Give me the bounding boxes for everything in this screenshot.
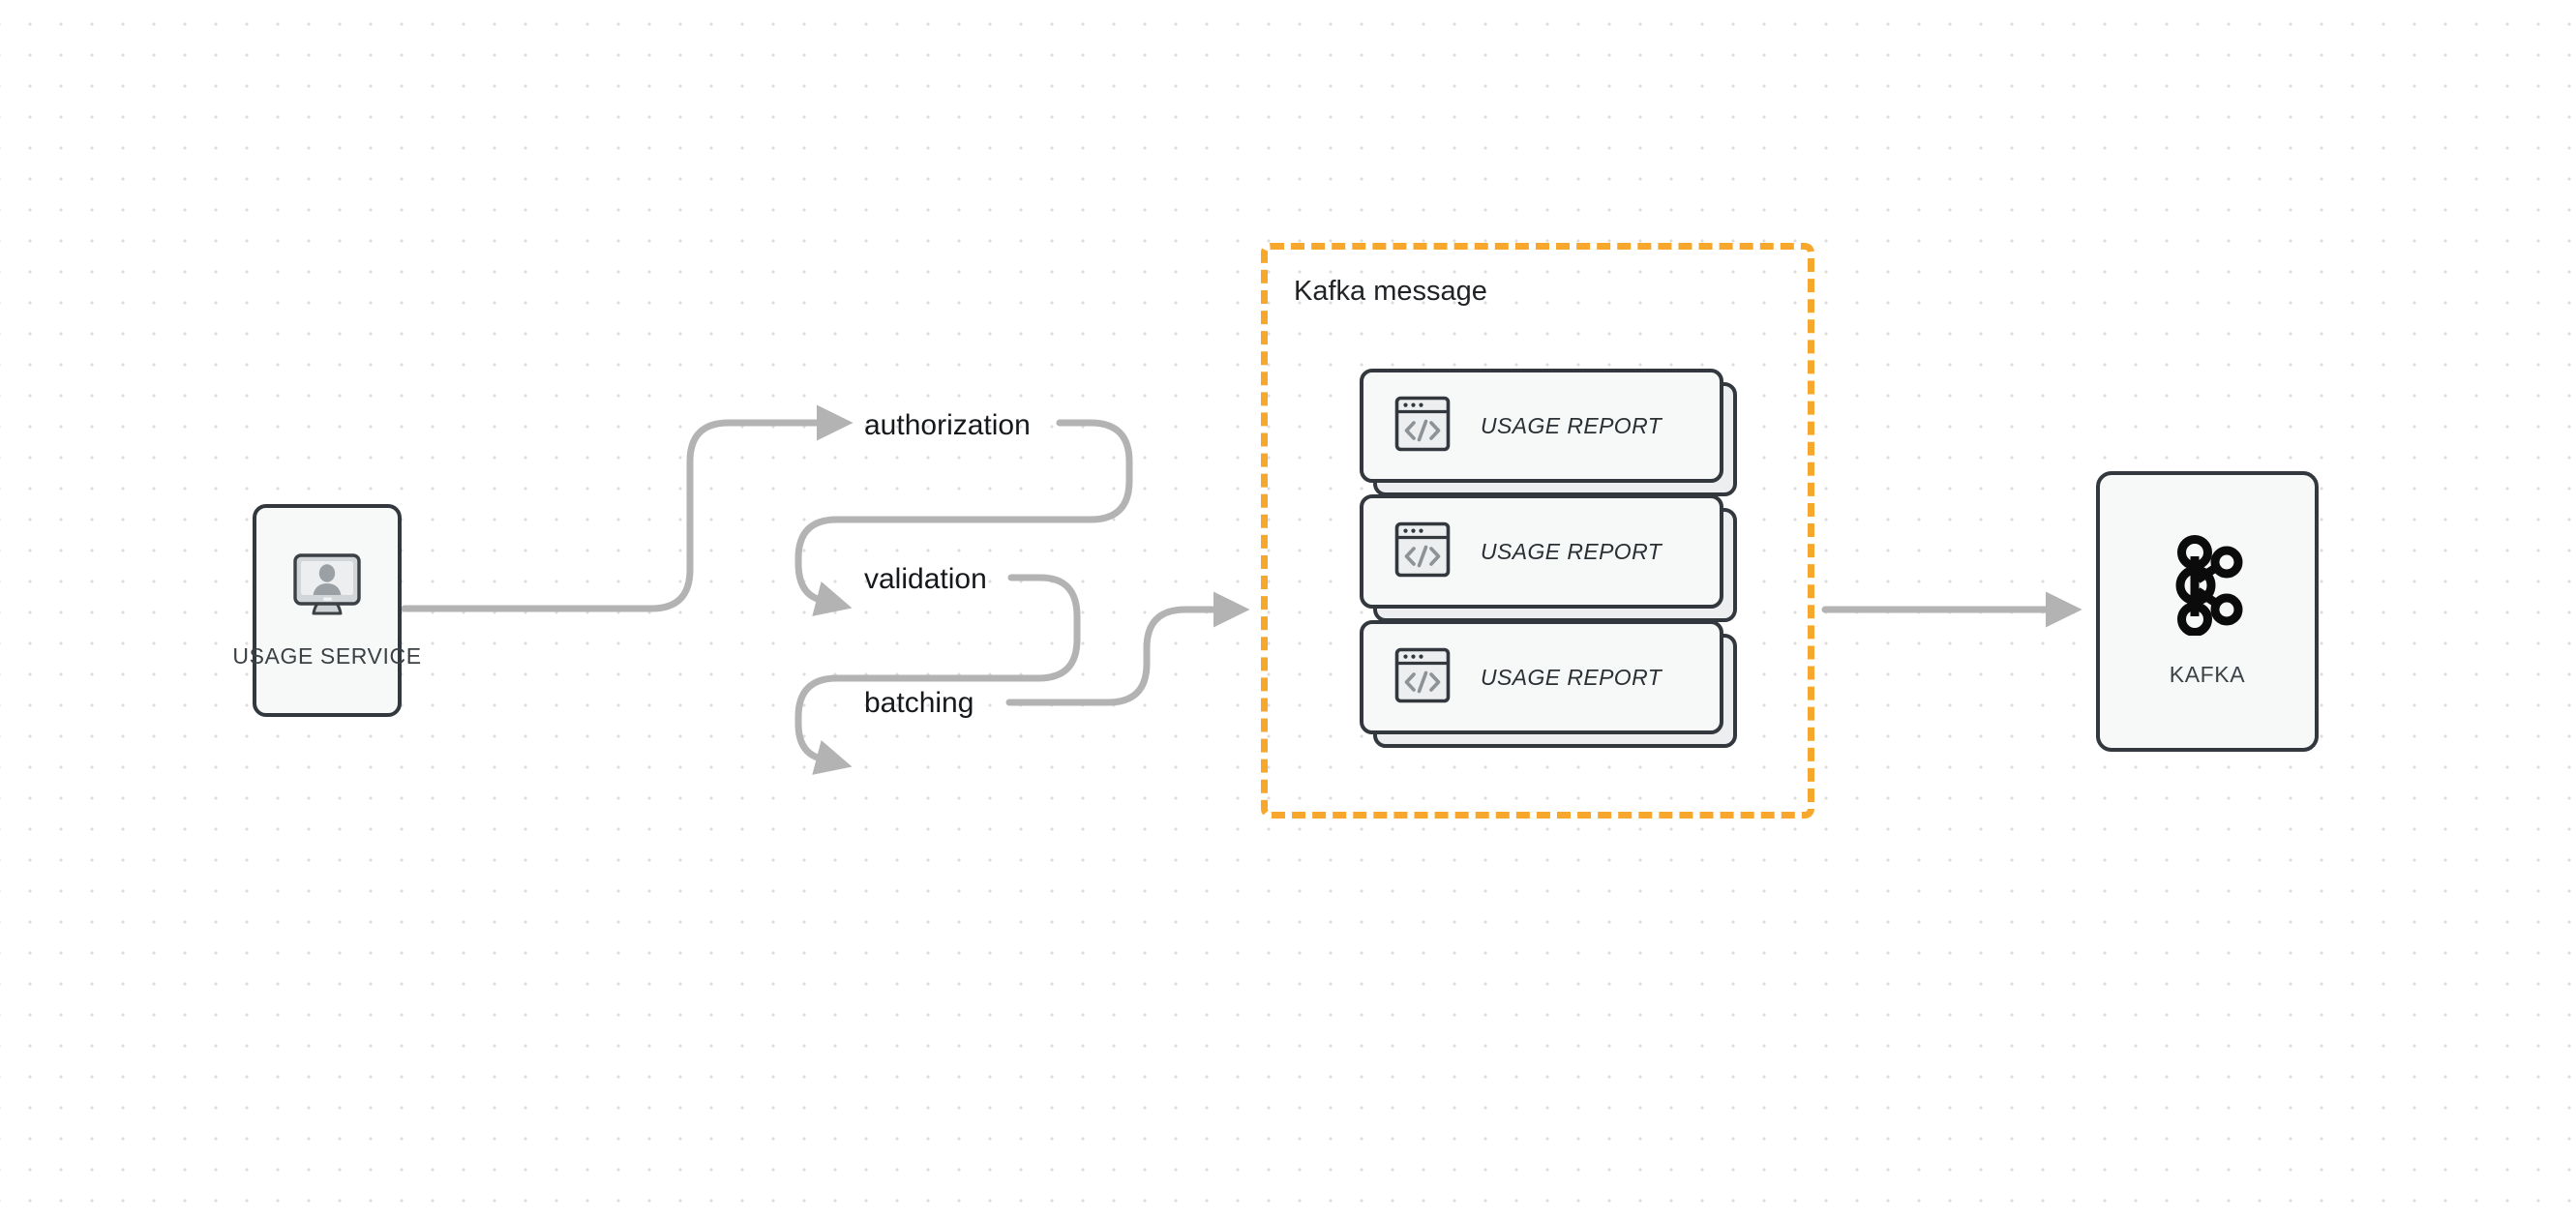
usage-report-card[interactable]: USAGE REPORT [1360, 494, 1737, 622]
edge-batching-to-kafka-message [1005, 591, 1250, 706]
pipeline-step-batching[interactable]: batching [864, 687, 974, 719]
usage-report-card[interactable]: USAGE REPORT [1360, 620, 1737, 748]
node-kafka-label: KAFKA [2169, 662, 2246, 687]
code-window-icon [1394, 396, 1451, 457]
monitor-user-icon [290, 551, 364, 624]
group-kafka-message-title: Kafka message [1294, 276, 1487, 307]
card-front-layer: USAGE REPORT [1360, 494, 1723, 609]
usage-report-card-label: USAGE REPORT [1481, 538, 1662, 564]
pipeline-step-authorization[interactable]: authorization [864, 409, 1031, 441]
node-usage-service[interactable]: USAGE SERVICE [232, 504, 421, 717]
code-window-icon [1394, 521, 1451, 582]
usage-report-card[interactable]: USAGE REPORT [1360, 369, 1737, 496]
pipeline-step-validation[interactable]: validation [864, 563, 987, 595]
group-kafka-message[interactable]: Kafka message [1261, 243, 1814, 819]
card-front-layer: USAGE REPORT [1360, 369, 1723, 483]
kafka-logo-icon [2166, 535, 2249, 640]
node-usage-service-label: USAGE SERVICE [232, 643, 422, 669]
edge-usage-service-to-authorization [401, 404, 854, 612]
card-front-layer: USAGE REPORT [1360, 620, 1723, 734]
edge-validation-to-batching [794, 574, 1081, 775]
node-kafka[interactable]: KAFKA [2096, 471, 2319, 752]
usage-report-card-label: USAGE REPORT [1481, 412, 1662, 438]
usage-report-card-label: USAGE REPORT [1481, 664, 1662, 690]
code-window-icon [1394, 647, 1451, 708]
